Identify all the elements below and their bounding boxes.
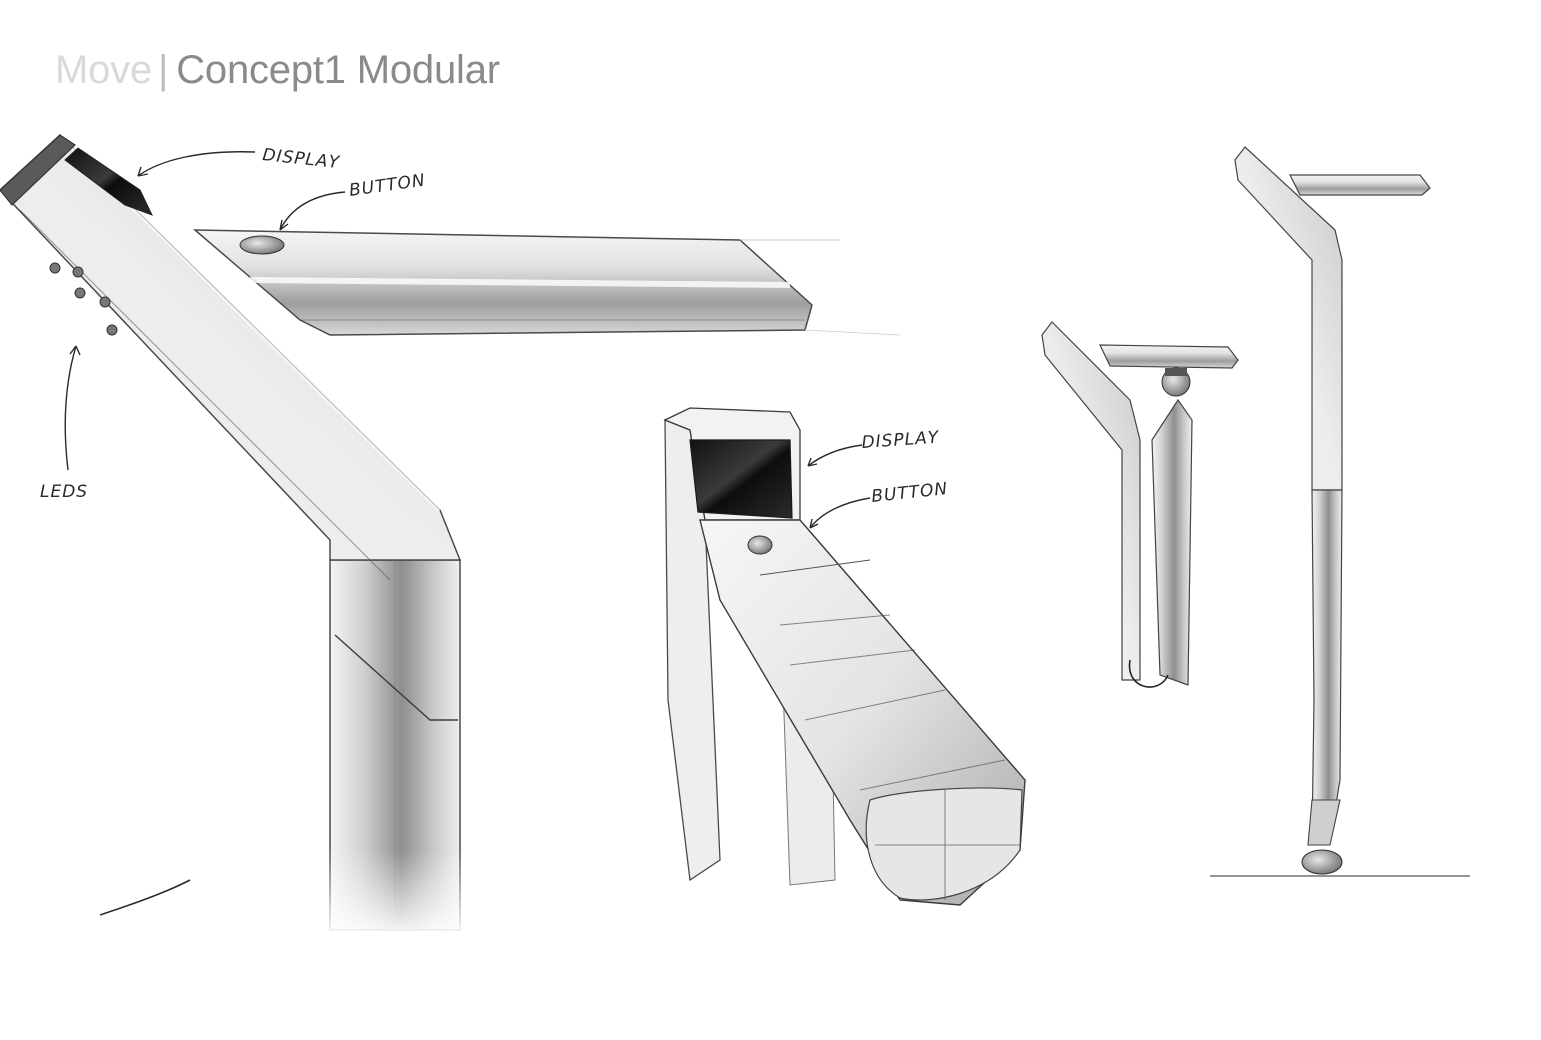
main-concept-sketch: DISPLAY BUTTON LEDS — [0, 133, 901, 940]
detail-button-dome — [747, 535, 773, 555]
detail-display-screen — [689, 439, 793, 519]
main-button-dome — [239, 235, 285, 255]
detail-nozzle-sketch: DISPLAY BUTTON — [663, 407, 1026, 906]
concept-name: Concept1 Modular — [176, 48, 500, 92]
main-leds-label: LEDS — [40, 482, 88, 502]
main-led-cluster — [49, 262, 118, 336]
detail-display-label: DISPLAY — [861, 428, 940, 453]
title-separator: | — [158, 48, 169, 92]
main-button-label: BUTTON — [348, 170, 427, 201]
wall-variant-sketch — [1041, 321, 1239, 688]
floor-variant-sketch — [1210, 146, 1470, 877]
main-display-screen — [64, 147, 153, 216]
detail-button-label: BUTTON — [870, 479, 949, 507]
main-display-label: DISPLAY — [261, 145, 341, 173]
page-title: Move|Concept1 Modular — [55, 44, 500, 96]
brand-name: Move — [55, 48, 153, 92]
